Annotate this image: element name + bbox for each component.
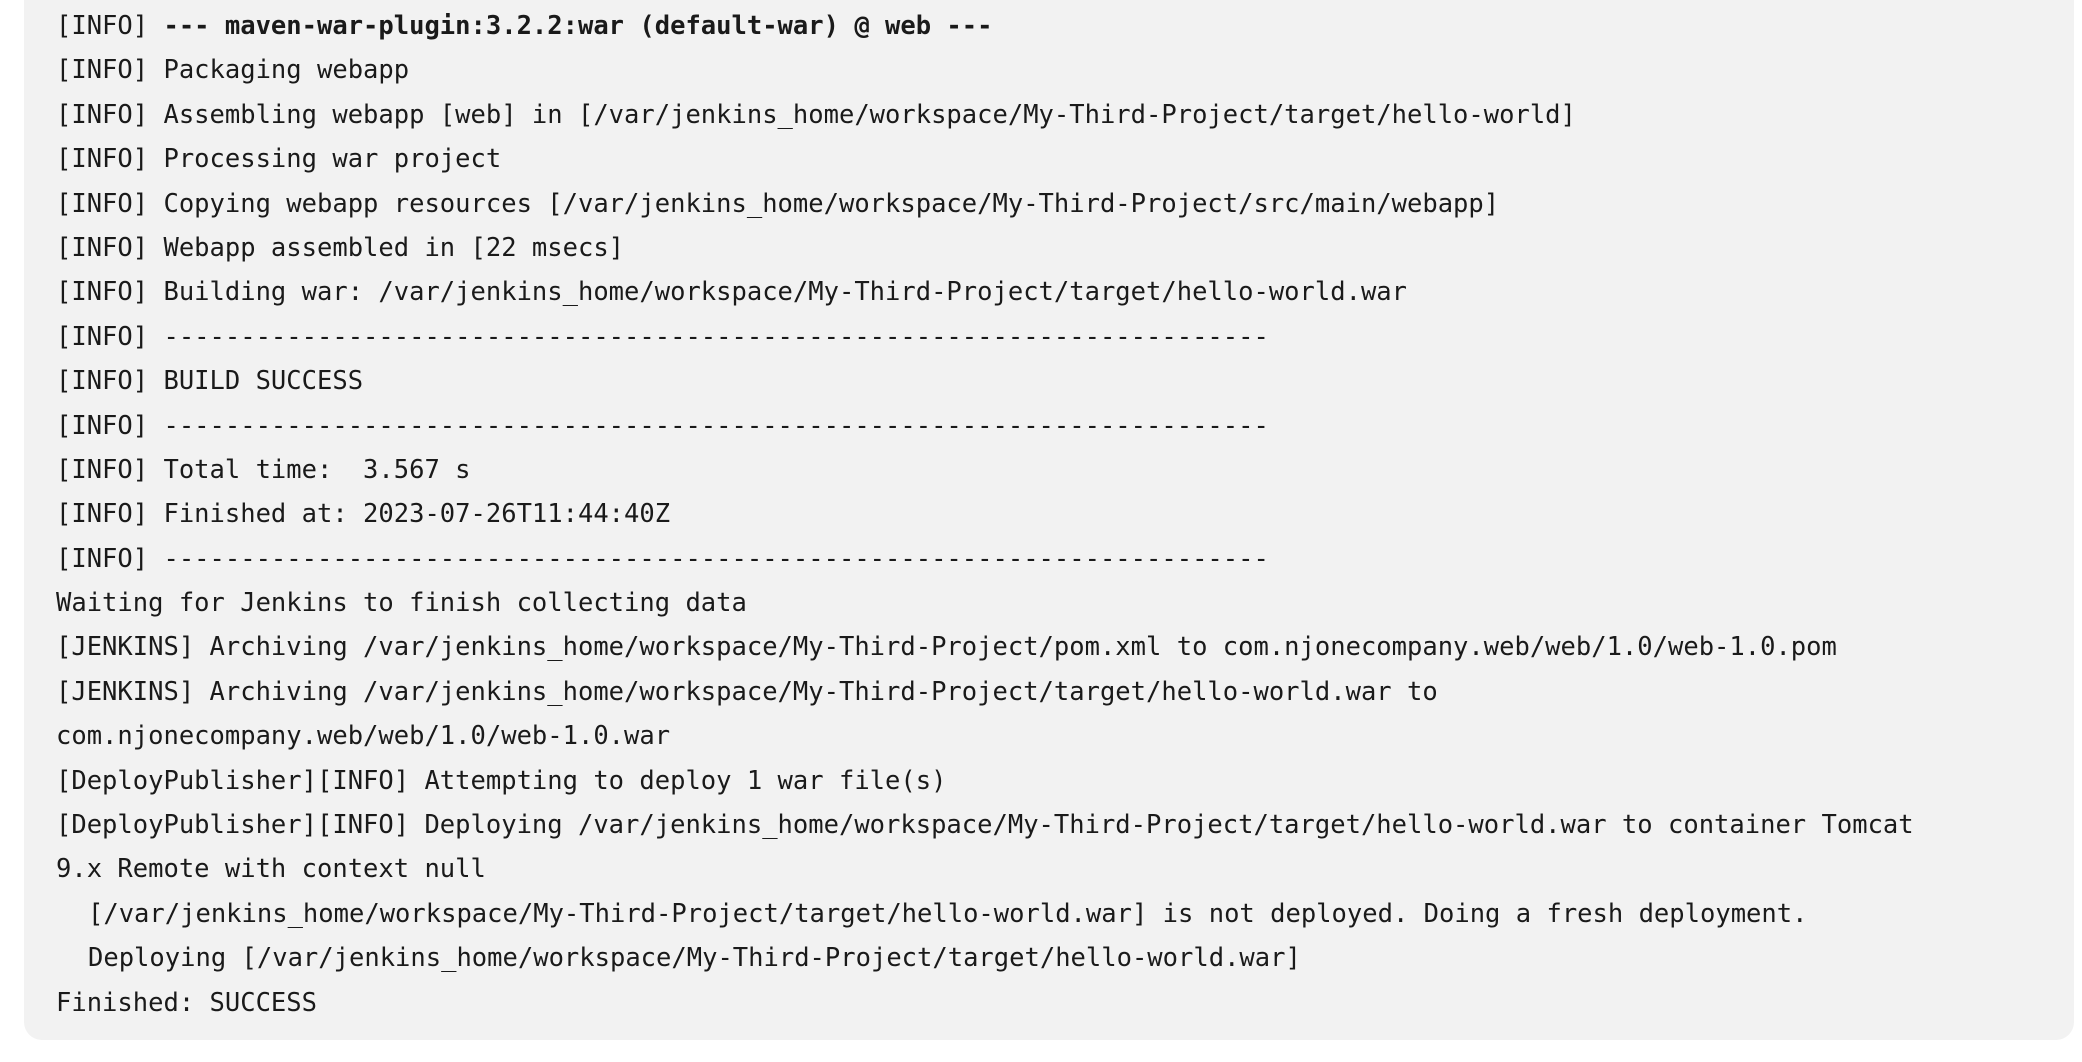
console-line: com.njonecompany.web/web/1.0/web-1.0.war: [56, 721, 671, 752]
console-line: [INFO] Building war: /var/jenkins_home/w…: [56, 277, 1408, 308]
console-line: [/var/jenkins_home/workspace/My-Third-Pr…: [88, 898, 1808, 929]
console-line: [DeployPublisher][INFO] Attempting to de…: [56, 765, 947, 796]
console-line: [INFO] Processing war project: [56, 144, 502, 175]
console-line: Waiting for Jenkins to finish collecting…: [56, 588, 747, 619]
console-separator: [INFO] ---------------------------------…: [56, 410, 1269, 441]
console-line: [JENKINS] Archiving /var/jenkins_home/wo…: [56, 676, 1438, 707]
console-line: [INFO] Webapp assembled in [22 msecs]: [56, 232, 625, 263]
console-line: [DeployPublisher][INFO] Deploying /var/j…: [56, 810, 1914, 841]
console-separator: [INFO] ---------------------------------…: [56, 543, 1269, 574]
console-line: [INFO] Packaging webapp: [56, 55, 410, 86]
console-line: [INFO] Copying webapp resources [/var/je…: [56, 188, 1500, 219]
log-text: --- maven-war-plugin:3.2.2:war (default-…: [163, 11, 993, 41]
build-status-line: [INFO] BUILD SUCCESS: [56, 366, 364, 397]
log-prefix: [INFO]: [56, 11, 164, 41]
finished-at-line: [INFO] Finished at: 2023-07-26T11:44:40Z: [56, 499, 671, 530]
console-line: [JENKINS] Archiving /var/jenkins_home/wo…: [56, 632, 1837, 663]
console-line: Deploying [/var/jenkins_home/workspace/M…: [88, 943, 1301, 974]
console-line: [INFO] Assembling webapp [web] in [/var/…: [56, 99, 1576, 130]
console-line: 9.x Remote with context null: [56, 854, 486, 885]
console-separator: [INFO] ---------------------------------…: [56, 321, 1269, 352]
total-time-line: [INFO] Total time: 3.567 s: [56, 454, 471, 485]
finished-status-line: Finished: SUCCESS: [56, 987, 317, 1018]
console-output: [INFO] --- maven-war-plugin:3.2.2:war (d…: [24, 0, 2074, 1040]
console-line: [INFO] --- maven-war-plugin:3.2.2:war (d…: [56, 4, 2074, 48]
